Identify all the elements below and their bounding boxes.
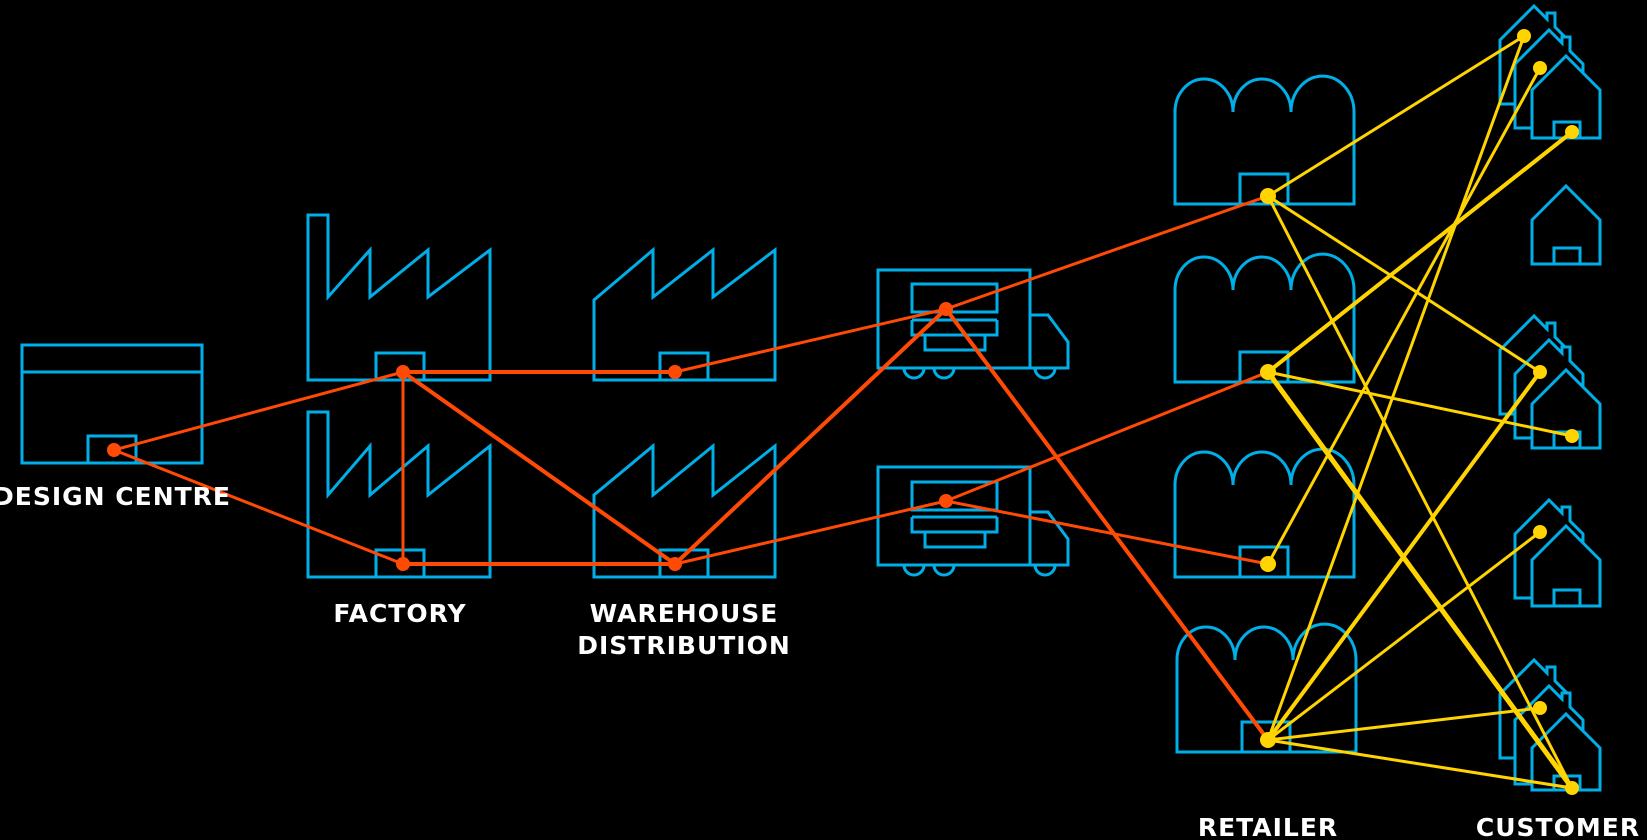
retail-store-icon	[1173, 74, 1356, 206]
label-factory: FACTORY	[333, 599, 466, 628]
node-retailer-3	[1260, 556, 1276, 572]
node-customer	[1533, 61, 1547, 75]
link-design-factory-top	[112, 370, 405, 452]
node-factory-top	[396, 365, 410, 379]
link-truck-retailer-4	[944, 307, 1270, 742]
node-retailer-4	[1260, 732, 1276, 748]
label-customer: CUSTOMER	[1476, 813, 1640, 840]
retail-store-icon	[1173, 252, 1356, 384]
node-factory-bottom	[396, 557, 410, 571]
link-truck-retailer-2	[944, 370, 1270, 503]
node-customer	[1533, 525, 1547, 539]
downstream-nodes	[1260, 29, 1579, 795]
design-centre-icon	[20, 343, 204, 465]
node-customer	[1533, 365, 1547, 379]
node-warehouse-bottom	[668, 557, 682, 571]
link-truck-retailer-3	[944, 499, 1270, 566]
link-factory-warehouse-cross	[401, 370, 677, 566]
upstream-links	[112, 194, 1270, 742]
node-customer	[1533, 701, 1547, 715]
warehouse-icon	[592, 246, 777, 382]
node-customer	[1565, 429, 1579, 443]
label-retailer: RETAILER	[1198, 813, 1338, 840]
node-design-centre	[107, 443, 121, 457]
upstream-nodes	[107, 302, 953, 571]
node-customer	[1565, 125, 1579, 139]
downstream-links	[1265, 34, 1575, 791]
house-icon	[1530, 523, 1602, 608]
label-design-centre: DESIGN CENTRE	[0, 482, 231, 511]
link-warehouse-truck-top	[673, 307, 948, 374]
house-icon	[1530, 183, 1602, 266]
node-retailer-1	[1260, 188, 1276, 204]
link-warehouse-truck-cross	[673, 307, 948, 566]
node-customer	[1517, 29, 1531, 43]
node-truck-top	[939, 302, 953, 316]
label-warehouse-line2: DISTRIBUTION	[577, 631, 791, 660]
link-truck-retailer-1	[944, 194, 1270, 311]
label-warehouse-line1: WAREHOUSE	[590, 599, 779, 628]
factory-icon	[306, 213, 492, 382]
node-warehouse-top	[668, 365, 682, 379]
delivery-truck-icon	[876, 268, 1070, 380]
node-truck-bottom	[939, 494, 953, 508]
link-warehouse-truck-bottom	[673, 499, 948, 566]
link-design-factory-bottom	[112, 448, 405, 566]
node-retailer-2	[1260, 364, 1276, 380]
node-customer	[1565, 781, 1579, 795]
house-icon	[1530, 53, 1602, 140]
